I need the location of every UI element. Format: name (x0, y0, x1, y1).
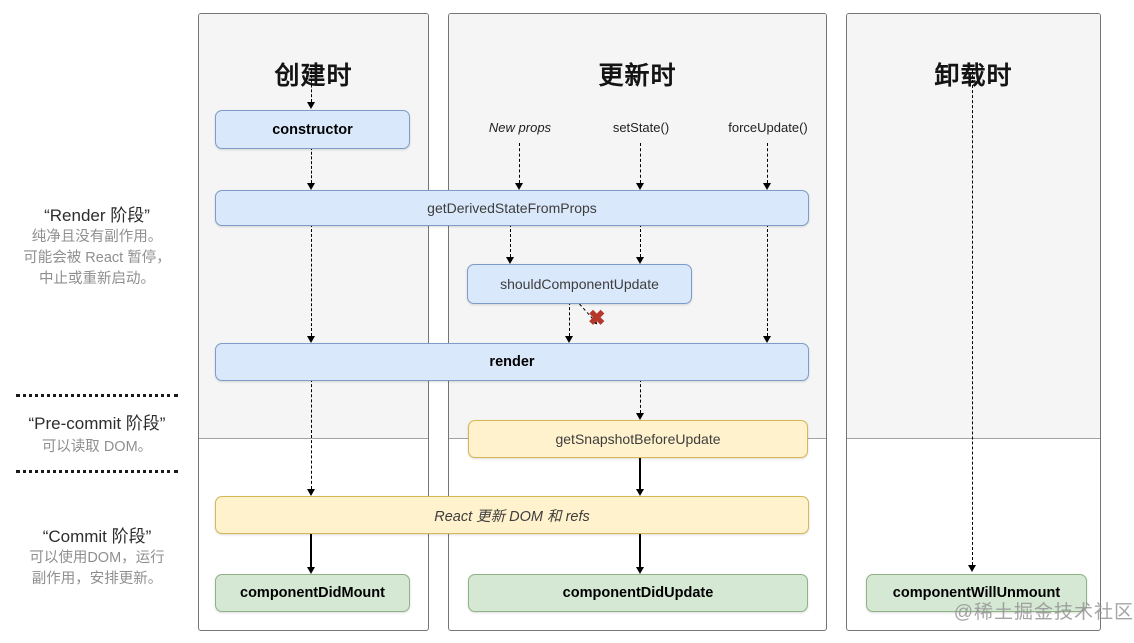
arrow-setstate-to-getderivedstate (635, 143, 644, 190)
arrow-unmount-header-to-willunmount (967, 70, 976, 572)
phase-commit-desc-line: 可以使用DOM，运行 (29, 550, 165, 566)
node-getsnapshotbeforeupdate: getSnapshotBeforeUpdate (468, 420, 808, 458)
node-componentwillunmount: componentWillUnmount (866, 574, 1087, 612)
arrow-newprops-to-getderivedstate (514, 143, 523, 190)
column-unmounting-title: 卸载时 (934, 61, 1013, 90)
arrow-getsnapshot-to-reactupdates (635, 456, 644, 496)
node-componentdidupdate: componentDidUpdate (468, 574, 808, 612)
phase-render-desc-line: 中止或重新启动。 (39, 271, 155, 287)
arrow-shouldupdate-to-render (564, 302, 573, 343)
arrow-getderivedstate-to-render-mount (306, 224, 315, 343)
phase-render-title: “Render 阶段” (44, 206, 150, 225)
column-unmounting: 卸载时 (846, 13, 1101, 631)
dotted-divider (16, 470, 178, 473)
render-phase-shading (847, 14, 1100, 439)
trigger-new-props: New props (488, 120, 552, 135)
node-react-updates-dom: React 更新 DOM 和 refs (215, 496, 809, 534)
phase-precommit-title: “Pre-commit 阶段” (28, 414, 166, 433)
phase-render-description: 纯净且没有副作用。 可能会被 React 暂停， 中止或重新启动。 (4, 227, 190, 290)
arrow-render-to-reactupdates-mount (306, 379, 315, 496)
arrow-forceupdate-bypass-to-render (762, 224, 771, 343)
arrow-constructor-to-getderivedstate (306, 147, 315, 190)
arrow-reactupdates-to-didupdate (635, 532, 644, 574)
arrow-getderivedstate-to-shouldupdate-left (505, 224, 514, 264)
arrow-render-to-getsnapshot (635, 379, 644, 420)
node-render: render (215, 343, 809, 381)
phase-commit-title: “Commit 阶段” (42, 527, 152, 546)
column-updating: 更新时 (448, 13, 827, 631)
phase-render-desc-line: 可能会被 React 暂停， (23, 250, 171, 266)
phase-render-desc-line: 纯净且没有副作用。 (31, 229, 163, 245)
phase-commit-description: 可以使用DOM，运行 副作用，安排更新。 (4, 548, 190, 590)
arrow-reactupdates-to-didmount (306, 532, 315, 574)
node-componentdidmount: componentDidMount (215, 574, 410, 612)
arrow-forceupdate-to-getderivedstate (762, 143, 771, 190)
column-mounting-title: 创建时 (274, 61, 353, 90)
trigger-setstate: setState() (612, 120, 670, 135)
phase-precommit-description: 可以读取 DOM。 (4, 437, 190, 458)
node-constructor: constructor (215, 110, 410, 149)
trigger-forceupdate: forceUpdate() (728, 120, 808, 135)
node-shouldcomponentupdate: shouldComponentUpdate (467, 264, 692, 304)
render-blocked-icon: ✖ (588, 307, 606, 330)
arrow-getderivedstate-to-shouldupdate-right (635, 224, 644, 264)
watermark: @稀土掘金技术社区 (953, 602, 1134, 623)
arrow-mount-header-to-constructor (306, 70, 315, 109)
phase-precommit-desc-line: 可以读取 DOM。 (41, 439, 153, 455)
phase-commit-desc-line: 副作用，安排更新。 (31, 571, 163, 587)
dotted-divider (16, 394, 178, 397)
node-getderivedstatefromprops: getDerivedStateFromProps (215, 190, 809, 226)
column-updating-title: 更新时 (598, 61, 677, 90)
